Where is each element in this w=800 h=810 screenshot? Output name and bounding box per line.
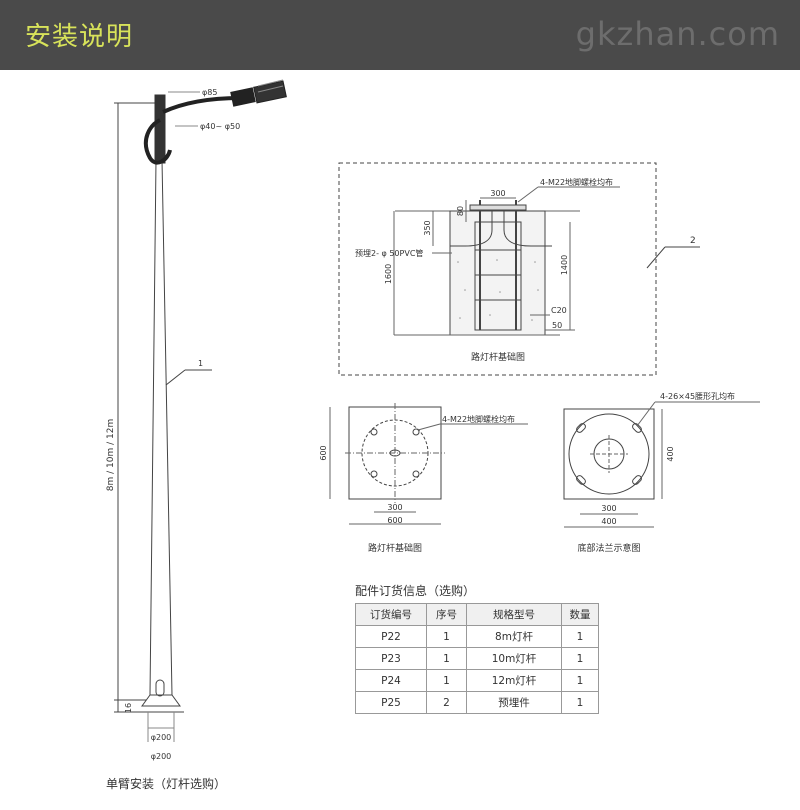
table-cell: P25 — [355, 691, 427, 714]
table-cell: 1 — [426, 625, 467, 648]
table-cell: 8m灯杆 — [466, 625, 562, 648]
callout-2-leader — [646, 246, 666, 269]
dim-1600-label: 1600 — [384, 264, 393, 284]
base-dia-label-2: φ200 — [151, 752, 172, 761]
flange-inner-dim: 300 — [601, 504, 616, 513]
table-cell: P22 — [355, 625, 427, 648]
table-row: P22 1 8m灯杆 1 — [355, 625, 599, 648]
table-cell: 10m灯杆 — [466, 647, 562, 670]
column-header: 数量 — [561, 603, 599, 626]
bolt-hole — [370, 428, 378, 436]
table-row: P24 1 12m灯杆 1 — [355, 669, 599, 692]
flange-slot-note: 4-26×45腰形孔均布 — [660, 391, 735, 401]
parts-table-title: 配件订货信息（选购） — [355, 584, 476, 598]
anchor-bolt-note: 4-M22地脚螺栓均布 — [540, 177, 613, 187]
plan-outer-dim: 600 — [387, 516, 402, 525]
concrete-grade-label: C20 — [551, 306, 567, 315]
slot-hole — [576, 475, 586, 485]
flange-outer-circle — [568, 413, 650, 495]
flange-outer-dim: 400 — [601, 517, 616, 526]
table-cell: P23 — [355, 647, 427, 670]
table-cell: 1 — [426, 669, 467, 692]
slot-hole — [576, 423, 586, 433]
concrete-dots — [457, 259, 539, 321]
watermark: gkzhan.com — [575, 15, 780, 53]
lamp-dia-label: φ85 — [202, 88, 217, 97]
pvc-conduit-note: 预埋2- φ 50PVC管 — [355, 248, 423, 258]
embed-plate — [469, 204, 527, 211]
table-row: P23 1 10m灯杆 1 — [355, 647, 599, 670]
dim-80-label: 80 — [456, 206, 465, 216]
parts-table: 订货编号 序号 规格型号 数量 P22 1 8m灯杆 1 P23 1 10m灯杆… — [355, 603, 599, 714]
foundation-section-caption: 路灯杆基础图 — [471, 351, 525, 363]
table-cell: 1 — [561, 625, 599, 648]
callout-1-label: 1 — [198, 359, 203, 368]
column-header: 订货编号 — [355, 603, 427, 626]
lamp-head — [230, 79, 287, 107]
table-cell: 1 — [561, 669, 599, 692]
arm-dia-label: φ40~ φ50 — [200, 122, 240, 131]
bolt-hole — [412, 428, 420, 436]
table-cell: 1 — [426, 647, 467, 670]
column-header: 序号 — [426, 603, 467, 626]
table-header-row: 订货编号 序号 规格型号 数量 — [355, 603, 599, 626]
flange-caption: 底部法兰示意图 — [577, 542, 640, 554]
plan-side-dim: 600 — [319, 445, 328, 460]
pvc-conduit-right — [503, 205, 552, 247]
header-bar: 安装说明 gkzhan.com — [0, 0, 800, 70]
page-title: 安装说明 — [25, 22, 134, 52]
table-cell: 预埋件 — [466, 691, 562, 714]
dim-1400-label: 1400 — [560, 255, 569, 275]
foundation-section — [393, 186, 700, 336]
dim-50-label: 50 — [552, 321, 562, 330]
rebar-cage — [474, 221, 522, 331]
bolt-hole — [370, 470, 378, 478]
conduit-opening — [389, 449, 401, 457]
table-cell: 1 — [561, 647, 599, 670]
base-flange — [141, 694, 181, 707]
arm-loop — [143, 118, 172, 165]
table-cell: 1 — [561, 691, 599, 714]
plan-caption: 路灯杆基础图 — [368, 542, 422, 554]
callout-2-label: 2 — [690, 236, 696, 246]
pole-drawing — [114, 79, 287, 742]
table-cell: P24 — [355, 669, 427, 692]
bolt-note-leader — [417, 423, 441, 431]
bolt-note-leader — [517, 186, 539, 203]
pvc-conduit-left — [450, 205, 493, 247]
pole-caption: 单臂安装（灯杆选购） — [106, 777, 227, 791]
flange-outline — [563, 408, 655, 500]
flange-side-dim: 400 — [666, 446, 675, 461]
slot-hole — [632, 423, 642, 433]
base-height-label: 16 — [124, 703, 133, 713]
foundation-section-frame — [338, 162, 657, 376]
flange-plan — [563, 401, 760, 528]
slot-note-leader — [636, 401, 656, 427]
callout-1-leader — [165, 369, 186, 386]
height-dim-label: 8m / 10m / 12m — [106, 419, 116, 491]
table-cell: 2 — [426, 691, 467, 714]
pole-shaft — [149, 159, 173, 696]
dim-350-label: 350 — [423, 220, 432, 235]
table-cell: 12m灯杆 — [466, 669, 562, 692]
plan-inner-dim: 300 — [387, 503, 402, 512]
lamp-arm — [162, 96, 241, 114]
column-header: 规格型号 — [466, 603, 562, 626]
bolt-hole — [412, 470, 420, 478]
plan-bolt-note: 4-M22地脚螺栓均布 — [442, 414, 515, 424]
access-door — [155, 679, 165, 697]
foundation-plan — [329, 403, 528, 525]
concrete-block — [449, 210, 546, 336]
table-row: P25 2 预埋件 1 — [355, 691, 599, 714]
base-dia-label-1: φ200 — [151, 733, 172, 742]
pole-top — [154, 94, 166, 164]
slot-hole — [632, 475, 642, 485]
dim-300-label: 300 — [490, 189, 505, 198]
